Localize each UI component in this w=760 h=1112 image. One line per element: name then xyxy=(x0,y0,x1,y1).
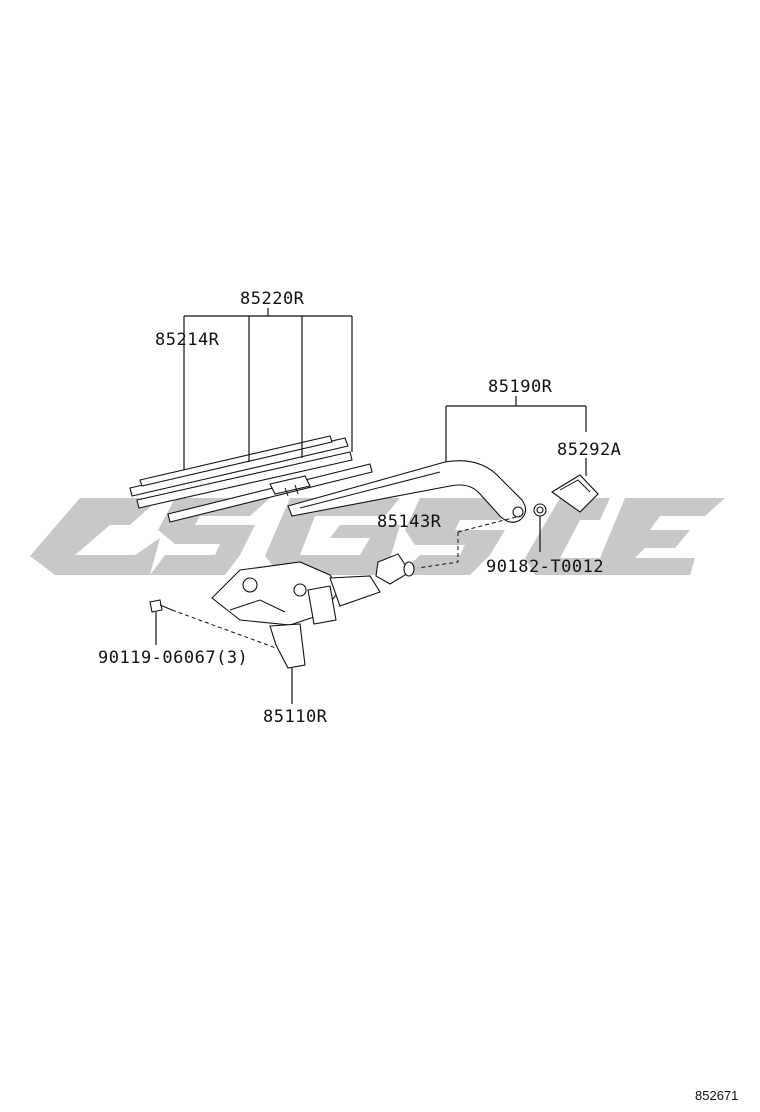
leader-lines xyxy=(155,308,587,704)
label-blade-rubber: 85214R xyxy=(155,330,220,350)
nut-part xyxy=(533,503,547,517)
wiper-blade-assembly xyxy=(129,435,373,523)
label-blade-assy: 85220R xyxy=(240,289,305,309)
wiper-arm xyxy=(287,460,527,523)
label-wiper-arm: 85190R xyxy=(488,377,553,397)
brand-watermark xyxy=(30,498,725,575)
label-pivot-cap: 85143R xyxy=(377,512,442,532)
figure-number: 852671 xyxy=(695,1088,738,1103)
label-arm-cap: 85292A xyxy=(557,440,621,460)
arm-cap xyxy=(551,474,599,513)
wiper-motor xyxy=(211,561,381,669)
label-motor: 85110R xyxy=(263,707,328,727)
bolt-part xyxy=(149,599,173,613)
pivot-cap xyxy=(375,553,415,585)
label-nut: 90182-T0012 xyxy=(486,557,604,577)
label-bolt: 90119-06067(3) xyxy=(98,648,248,668)
